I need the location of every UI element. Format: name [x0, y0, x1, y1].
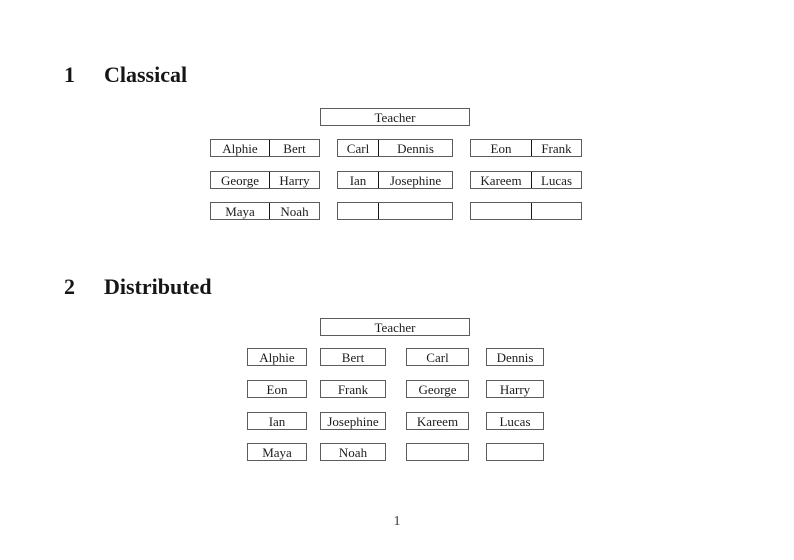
desk-seat: George [220, 172, 260, 188]
desk-seat: Frank [531, 140, 581, 156]
desk-box: Kareem [406, 412, 469, 430]
desk-box: Dennis [486, 348, 544, 366]
desk-pair: Alphie Bert [210, 139, 320, 157]
desk-seat: Bert [269, 140, 319, 156]
desk-seat [378, 203, 452, 219]
desk-seat: Noah [269, 203, 319, 219]
page-number: 1 [393, 514, 401, 529]
teacher-label: Teacher [374, 319, 416, 335]
desk-seat: Kareem [480, 172, 522, 188]
desk-pair: Carl Dennis [337, 139, 453, 157]
desk-seat: Harry [269, 172, 319, 188]
section-heading-distributed: 2 Distributed [64, 274, 212, 300]
desk-box: Ian [247, 412, 307, 430]
desk-box: Maya [247, 443, 307, 461]
teacher-box: Teacher [320, 108, 470, 126]
teacher-box: Teacher [320, 318, 470, 336]
desk-box: Frank [320, 380, 386, 398]
desk-box-empty [406, 443, 469, 461]
desk-seat [338, 203, 378, 219]
desk-pair: Eon Frank [470, 139, 582, 157]
desk-pair-empty [470, 202, 582, 220]
desk-pair: George Harry [210, 171, 320, 189]
desk-seat: Lucas [531, 172, 581, 188]
desk-box: Harry [486, 380, 544, 398]
desk-seat: Alphie [222, 140, 258, 156]
section-number: 2 [64, 274, 75, 299]
desk-box-empty [486, 443, 544, 461]
desk-pair: Maya Noah [210, 202, 320, 220]
desk-seat [471, 203, 531, 219]
section-title: Classical [104, 62, 188, 87]
desk-seat: Eon [490, 140, 512, 156]
desk-pair-empty [337, 202, 453, 220]
section-title: Distributed [104, 274, 212, 299]
desk-seat: Ian [349, 172, 367, 188]
section-number: 1 [64, 62, 75, 87]
desk-box: Josephine [320, 412, 386, 430]
desk-box: Eon [247, 380, 307, 398]
desk-seat: Dennis [378, 140, 452, 156]
desk-pair: Kareem Lucas [470, 171, 582, 189]
section-heading-classical: 1 Classical [64, 62, 187, 88]
desk-box: Lucas [486, 412, 544, 430]
desk-box: Noah [320, 443, 386, 461]
desk-seat: Carl [346, 140, 370, 156]
desk-box: Carl [406, 348, 469, 366]
desk-box: Alphie [247, 348, 307, 366]
desk-box: George [406, 380, 469, 398]
desk-seat [531, 203, 581, 219]
desk-pair: Ian Josephine [337, 171, 453, 189]
desk-box: Bert [320, 348, 386, 366]
desk-seat: Maya [225, 203, 255, 219]
teacher-label: Teacher [374, 109, 416, 125]
desk-seat: Josephine [378, 172, 452, 188]
